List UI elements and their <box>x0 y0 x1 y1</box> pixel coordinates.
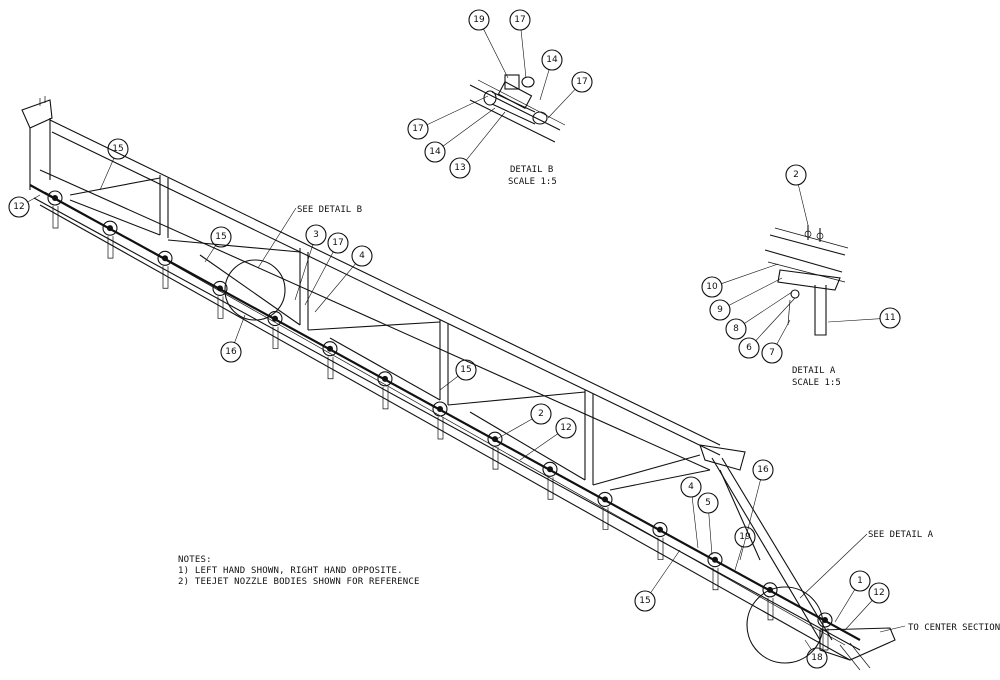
see-detail-a-label: SEE DETAIL A <box>868 530 934 540</box>
nozzle-body <box>542 461 558 500</box>
nozzle-body <box>652 522 668 560</box>
nozzle-body <box>487 431 503 470</box>
callout-18: 18 <box>804 639 828 669</box>
callout-number: 8 <box>733 324 739 334</box>
nozzle-body <box>817 612 833 651</box>
callout-number: 16 <box>757 465 769 475</box>
callout-number: 14 <box>546 55 558 65</box>
callout-9: 9 <box>709 277 783 321</box>
callout-number: 4 <box>359 251 365 261</box>
callout-number: 15 <box>639 596 650 606</box>
nozzle-body <box>377 371 393 410</box>
detail-a-scale: SCALE 1:5 <box>792 378 841 388</box>
callout-5: 5 <box>697 492 719 556</box>
callout-1: 1 <box>834 570 871 623</box>
detail-b-scale: SCALE 1:5 <box>508 177 557 187</box>
detail-a-title: DETAIL A <box>792 366 836 376</box>
callout-number: 15 <box>215 232 226 242</box>
callout-12: 12 <box>844 582 890 631</box>
callout-3: 3 <box>294 224 327 301</box>
callout-number: 12 <box>560 423 571 433</box>
callout-12: 12 <box>8 194 41 218</box>
callout-number: 3 <box>313 230 319 240</box>
nozzle-body <box>47 190 63 229</box>
callout-8: 8 <box>725 291 793 340</box>
detail-a-marker-circle <box>746 586 824 664</box>
callout-2: 2 <box>785 164 809 226</box>
callout-15: 15 <box>439 359 477 391</box>
callout-number: 14 <box>429 147 441 157</box>
nozzle-body <box>432 401 448 440</box>
callout-17: 17 <box>509 9 531 79</box>
detail-b-view: DETAIL B SCALE 1:5 <box>469 74 566 187</box>
callout-15: 15 <box>99 138 129 191</box>
callout-4: 4 <box>680 476 702 549</box>
callout-number: 19 <box>473 15 485 25</box>
detail-b-marker-circle <box>224 259 286 321</box>
callout-15: 15 <box>634 549 681 612</box>
callout-number: 11 <box>884 313 895 323</box>
callout-15: 15 <box>204 226 232 263</box>
nozzle-body <box>157 250 173 289</box>
callout-number: 17 <box>514 15 525 25</box>
callout-number: 13 <box>454 163 465 173</box>
callout-17: 17 <box>407 95 489 140</box>
callout-13: 13 <box>449 111 506 179</box>
callout-number: 5 <box>705 498 711 508</box>
callout-number: 10 <box>706 282 718 292</box>
detail-b-title: DETAIL B <box>510 165 553 175</box>
see-detail-b-label: SEE DETAIL B <box>297 205 362 215</box>
nozzle-body <box>102 220 118 259</box>
callout-11: 11 <box>827 307 901 329</box>
callout-19: 19 <box>734 526 756 571</box>
callout-number: 7 <box>769 348 775 358</box>
callout-number: 9 <box>717 305 723 315</box>
callout-10: 10 <box>701 263 779 298</box>
callout-2: 2 <box>494 403 552 441</box>
callout-12: 12 <box>519 417 577 461</box>
callout-number: 18 <box>811 653 823 663</box>
callout-19: 19 <box>468 9 509 79</box>
callout-4: 4 <box>314 245 373 313</box>
callout-number: 17 <box>576 77 587 87</box>
callout-16: 16 <box>739 459 774 561</box>
callout-number: 2 <box>793 170 799 180</box>
detail-a-view: DETAIL A SCALE 1:5 <box>764 225 849 388</box>
notes-line-2: 2) TEEJET NOZZLE BODIES SHOWN FOR REFERE… <box>178 577 420 587</box>
callout-number: 4 <box>688 482 694 492</box>
callout-7: 7 <box>761 319 791 364</box>
callout-number: 6 <box>746 343 752 353</box>
callout-number: 17 <box>412 124 423 134</box>
callout-number: 15 <box>460 365 471 375</box>
callout-number: 15 <box>112 144 123 154</box>
callout-number: 1 <box>857 576 863 586</box>
callout-number: 16 <box>225 347 237 357</box>
to-center-section-label: TO CENTER SECTION <box>908 623 1000 633</box>
notes-block: NOTES: 1) LEFT HAND SHOWN, RIGHT HAND OP… <box>178 555 420 587</box>
callout-17: 17 <box>547 71 593 119</box>
callout-number: 17 <box>332 238 343 248</box>
callout-16: 16 <box>220 314 246 363</box>
notes-heading: NOTES: <box>178 555 212 565</box>
callout-number: 2 <box>538 409 544 419</box>
nozzle-body <box>267 311 283 349</box>
callout-number: 12 <box>873 588 884 598</box>
nozzle-body <box>322 341 338 380</box>
nozzle-body <box>212 280 228 319</box>
callout-17: 17 <box>304 232 349 306</box>
callout-14: 14 <box>539 49 563 101</box>
callout-number: 12 <box>13 202 24 212</box>
nozzle-bodies <box>47 190 833 651</box>
notes-line-1: 1) LEFT HAND SHOWN, RIGHT HAND OPPOSITE. <box>178 566 403 576</box>
callout-14: 14 <box>424 107 496 163</box>
callout-number: 19 <box>739 532 751 542</box>
callout-6: 6 <box>738 297 796 359</box>
boom-frame <box>21 96 896 671</box>
nozzle-body <box>707 552 723 591</box>
nozzle-body <box>597 491 613 530</box>
